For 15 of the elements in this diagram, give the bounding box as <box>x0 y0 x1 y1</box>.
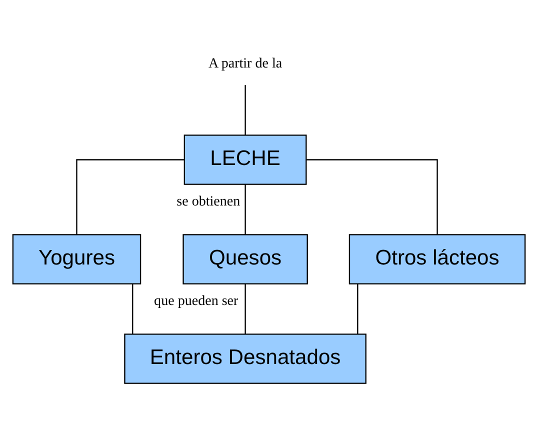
node-text: A partir de la <box>208 55 282 72</box>
node-box: LECHE <box>184 134 307 185</box>
node-box: Otros lácteos <box>348 234 526 284</box>
edge-label: se obtienen <box>176 193 240 210</box>
connector <box>357 284 358 334</box>
connector <box>244 284 246 334</box>
connector <box>244 184 246 235</box>
connector <box>76 159 184 235</box>
node-box: Yogures <box>12 234 142 284</box>
edge-label: que pueden ser <box>154 292 238 309</box>
connector <box>306 159 438 235</box>
connector <box>244 85 246 136</box>
connector <box>132 284 134 334</box>
node-box: Quesos <box>182 234 308 284</box>
node-box: Enteros Desnatados <box>124 334 366 384</box>
